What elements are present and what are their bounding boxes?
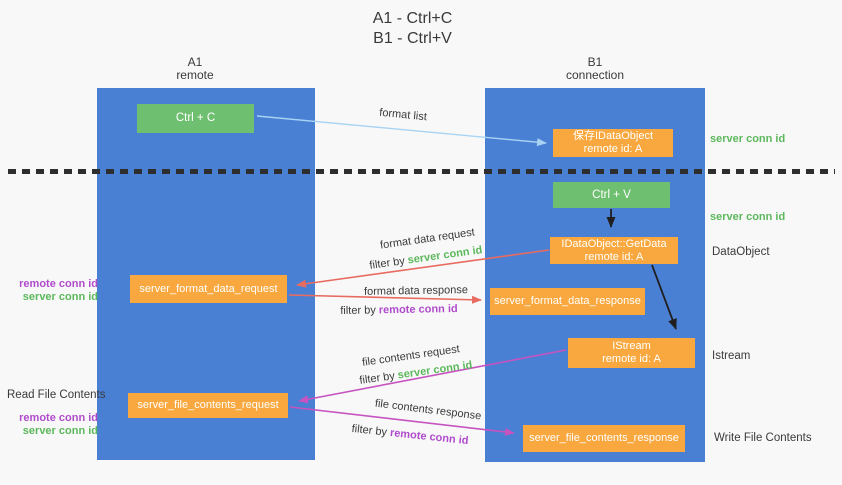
format-data-response-label: format data response xyxy=(363,284,469,298)
left-server-conn-id-2: server conn id xyxy=(22,425,98,437)
istream-node: IStream remote id: A xyxy=(568,338,695,368)
ctrl-c-label: Ctrl + C xyxy=(175,112,216,124)
save-dataobject-line1: 保存IDataObject xyxy=(572,130,654,142)
remote-conn-id-text: remote conn id xyxy=(378,302,458,317)
right-server-conn-id-top: server conn id xyxy=(710,133,786,145)
right-server-conn-id-mid: server conn id xyxy=(710,211,786,223)
left-conn-ids-format: remote conn id server conn id xyxy=(8,278,98,304)
remote-conn-id-text: remote conn id xyxy=(389,426,470,448)
filter-by-text: filter by xyxy=(340,304,376,318)
lane-b1-subtitle: connection xyxy=(565,68,625,82)
server-conn-id-text: server conn id xyxy=(406,244,484,267)
lane-a1-header: A1 remote xyxy=(97,56,293,82)
dataobject-label: DataObject xyxy=(712,246,770,258)
lane-b1-title: B1 xyxy=(587,55,603,69)
server-file-contents-response-label: server_file_contents_response xyxy=(529,432,679,444)
write-file-contents-label: Write File Contents xyxy=(714,432,812,444)
istream-line2: remote id: A xyxy=(602,353,661,365)
left-remote-conn-id-2: remote conn id xyxy=(19,412,98,424)
filter-by-text: filter by xyxy=(358,370,396,387)
filter-by-remote-conn-id-label-2: filter by remote conn id xyxy=(344,422,477,449)
title-line-1: A1 - Ctrl+C xyxy=(372,10,453,27)
server-file-contents-request-label: server_file_contents_request xyxy=(137,399,279,411)
read-file-contents-label: Read File Contents xyxy=(7,389,106,401)
save-dataobject-line2: remote id: A xyxy=(583,143,643,155)
lane-a1-subtitle: remote xyxy=(176,68,214,82)
save-dataobject-node: 保存IDataObject remote id: A xyxy=(553,129,673,157)
server-file-contents-request-node: server_file_contents_request xyxy=(128,393,288,418)
left-remote-conn-id-1: remote conn id xyxy=(19,278,98,290)
diagram-title: A1 - Ctrl+C B1 - Ctrl+V xyxy=(300,9,525,49)
lane-a1-title: A1 xyxy=(187,55,203,69)
getdata-node: IDataObject::GetData remote id: A xyxy=(550,237,678,264)
session-divider-dotted-line xyxy=(8,169,835,174)
left-server-conn-id-1: server conn id xyxy=(22,291,98,303)
filter-by-text: filter by xyxy=(368,255,406,272)
ctrl-v-node: Ctrl + V xyxy=(553,182,670,208)
server-format-data-request-node: server_format_data_request xyxy=(130,275,287,303)
filter-by-text: filter by xyxy=(351,422,388,439)
file-contents-response-label: file contents response xyxy=(374,397,482,423)
ctrl-c-node: Ctrl + C xyxy=(137,104,254,133)
server-file-contents-response-node: server_file_contents_response xyxy=(523,425,685,452)
getdata-line1: IDataObject::GetData xyxy=(561,237,667,250)
format-list-label: format list xyxy=(378,106,428,124)
title-line-2: B1 - Ctrl+V xyxy=(373,30,452,47)
istream-side-label: Istream xyxy=(712,350,751,362)
istream-line1: IStream xyxy=(612,340,651,352)
left-conn-ids-file: remote conn id server conn id xyxy=(8,412,98,438)
lane-b1-header: B1 connection xyxy=(485,56,705,82)
ctrl-v-label: Ctrl + V xyxy=(592,188,631,201)
server-format-data-response-node: server_format_data_response xyxy=(490,288,645,315)
server-format-data-request-label: server_format_data_request xyxy=(139,282,278,295)
getdata-line2: remote id: A xyxy=(584,250,644,263)
filter-by-remote-conn-id-label-1: filter by remote conn id xyxy=(336,303,462,318)
server-format-data-response-label: server_format_data_response xyxy=(494,295,641,307)
